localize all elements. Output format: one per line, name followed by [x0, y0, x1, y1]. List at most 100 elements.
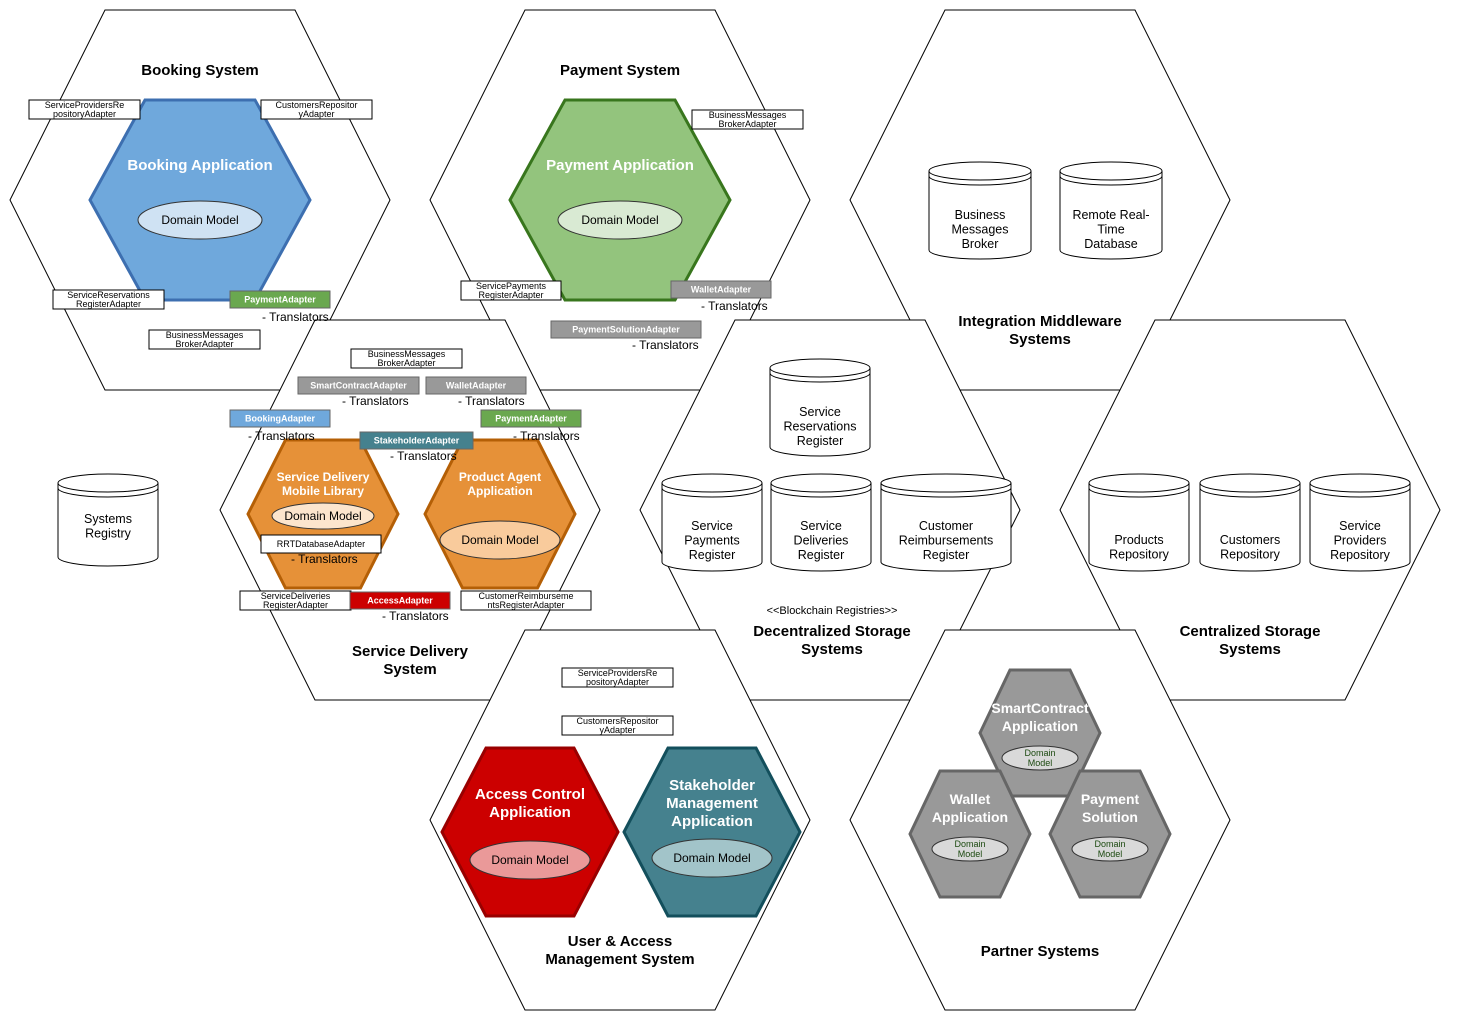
service-payments-register-db-top	[661, 482, 763, 493]
stakeholder-adapter-delivery[interactable]	[359, 431, 474, 450]
access-control-application-domain-model-label: Domain Model	[491, 853, 568, 867]
service-payments-register-db-label-line: Register	[689, 548, 736, 562]
products-repository-db-top	[1088, 482, 1190, 493]
booking-application-domain-model-label-line: Domain Model	[161, 213, 238, 227]
customersrepository-adapter-booking[interactable]	[260, 99, 373, 120]
smartcontract-adapter-delivery-label-line: SmartContractAdapter	[310, 381, 407, 391]
servicereservations-adapter-booking[interactable]	[52, 289, 165, 310]
serviceprovidersrepository-adapter-useraccess[interactable]	[561, 667, 674, 688]
customerreimbursements-adapter-delivery-label-line: CustomerReimburseme	[478, 591, 573, 601]
wallet-application-domain-model-label-line: Model	[958, 849, 983, 859]
payment-application[interactable]	[508, 98, 732, 302]
wallet-adapter-payment[interactable]	[670, 280, 772, 299]
businessmessages-adapter-delivery[interactable]	[350, 348, 463, 369]
paymentsolution-adapter-payment[interactable]	[550, 320, 702, 339]
servicereservations-adapter-booking-label-line: ServiceReservations	[67, 290, 150, 300]
user-access-system-title-line: User & Access	[568, 933, 673, 950]
business-messages-broker-db-label-line: Messages	[952, 223, 1009, 237]
stakeholder-application-title-line: Stakeholder	[669, 777, 755, 794]
wallet-application[interactable]	[908, 769, 1032, 899]
access-control-application-title-line: Access Control	[475, 786, 585, 803]
user-access-system-title-line: Management System	[545, 951, 694, 968]
businessmessages-adapter-booking[interactable]	[148, 329, 261, 350]
payment-adapter-delivery-label: PaymentAdapter	[495, 414, 567, 424]
stakeholder-application-domain-model-label: Domain Model	[673, 851, 750, 865]
stakeholder-application[interactable]	[622, 746, 802, 918]
stakeholder-adapter-delivery-label: StakeholderAdapter	[374, 436, 460, 446]
payment-adapter-booking[interactable]	[229, 290, 331, 309]
access-control-application[interactable]	[440, 746, 620, 918]
stakeholder-application-domain-model	[651, 838, 773, 878]
partner-systems-title-line: Partner Systems	[981, 943, 1099, 960]
smartcontract-adapter-delivery[interactable]	[297, 376, 420, 395]
serviceprovidersrepository-adapter-booking[interactable]	[28, 99, 141, 120]
service-providers-repository-db-label-line: Service	[1339, 519, 1381, 533]
businessmessages-adapter-payment[interactable]	[691, 109, 804, 130]
smartcontract-application-domain-model-label-line: Domain	[1024, 748, 1055, 758]
service-providers-repository-db-band	[1309, 487, 1411, 498]
systems-registry-db-band	[57, 487, 159, 498]
customers-repository-db	[1199, 473, 1301, 572]
rrtdatabase-adapter-label: RRTDatabaseAdapter	[277, 539, 365, 549]
systems-registry-db-top	[57, 482, 159, 493]
business-messages-broker-db-label-line: Business	[955, 208, 1006, 222]
blockchain-stereotype: <<Blockchain Registries>>	[767, 605, 898, 617]
service-delivery-system-title-line: System	[383, 661, 436, 678]
customerreimbursements-adapter-delivery[interactable]	[460, 590, 592, 611]
product-agent-application-domain-model-label-line: Domain Model	[461, 533, 538, 547]
integration-middleware-title-line: Systems	[1009, 331, 1071, 348]
translators-rrtdatabase-adapter: - Translators	[291, 552, 358, 566]
booking-system-title-line: Booking System	[141, 62, 259, 79]
wallet-adapter-delivery[interactable]	[425, 376, 527, 395]
rrtdatabase-adapter[interactable]	[260, 534, 382, 554]
access-adapter-delivery[interactable]	[349, 591, 451, 610]
translators-wallet-adapter-payment-line: - Translators	[701, 299, 768, 313]
servicedeliveries-adapter-delivery-label-line: RegisterAdapter	[263, 600, 328, 610]
translators-paymentsolution-adapter-line: - Translators	[632, 338, 699, 352]
wallet-application-title-line: Wallet	[950, 791, 991, 807]
service-reservations-register-db	[769, 358, 871, 457]
payment-adapter-delivery[interactable]	[480, 409, 582, 428]
remote-realtime-database-db-label-line: Time	[1097, 223, 1124, 237]
payment-solution-application-domain-model-label-line: Model	[1098, 849, 1123, 859]
payment-adapter-delivery-label-line: PaymentAdapter	[495, 414, 567, 424]
booking-adapter-delivery[interactable]	[229, 409, 331, 428]
payment-solution-application-domain-model	[1071, 836, 1149, 862]
translators-wallet-adapter-delivery-line: - Translators	[458, 394, 525, 408]
payment-solution-application[interactable]	[1048, 769, 1172, 899]
translators-smartcontract-adapter: - Translators	[342, 394, 409, 408]
access-adapter-delivery-label-line: AccessAdapter	[367, 596, 433, 606]
customersrepository-adapter-useraccess[interactable]	[561, 715, 674, 736]
customersrepository-adapter-useraccess-label-line: CustomersRepositor	[576, 716, 658, 726]
servicepayments-adapter-payment-label-line: RegisterAdapter	[478, 290, 543, 300]
systems-registry-db	[57, 473, 159, 567]
businessmessages-adapter-payment-label-line: BrokerAdapter	[718, 119, 776, 129]
servicepayments-adapter-payment[interactable]	[460, 280, 562, 301]
service-payments-register-db-label-line: Service	[691, 519, 733, 533]
service-delivery-application-title-line: Mobile Library	[282, 484, 364, 498]
smartcontract-application-title-line: SmartContract	[991, 700, 1089, 716]
product-agent-application-title-line: Product Agent	[459, 470, 541, 484]
payment-system-title: Payment System	[560, 62, 680, 79]
customer-reimbursements-register-db-label-line: Reimbursements	[899, 534, 993, 548]
access-control-application-domain-model-label-line: Domain Model	[491, 853, 568, 867]
servicereservations-adapter-booking-label-line: RegisterAdapter	[76, 299, 141, 309]
remote-realtime-database-db-band	[1059, 175, 1163, 186]
service-reservations-register-db-top	[769, 367, 871, 378]
booking-application-title-line: Booking Application	[127, 157, 272, 174]
translators-rrtdatabase-adapter-line: - Translators	[291, 552, 358, 566]
customersrepository-adapter-booking-label-line: yAdapter	[298, 109, 334, 119]
customersrepository-adapter-useraccess-label-line: yAdapter	[599, 725, 635, 735]
